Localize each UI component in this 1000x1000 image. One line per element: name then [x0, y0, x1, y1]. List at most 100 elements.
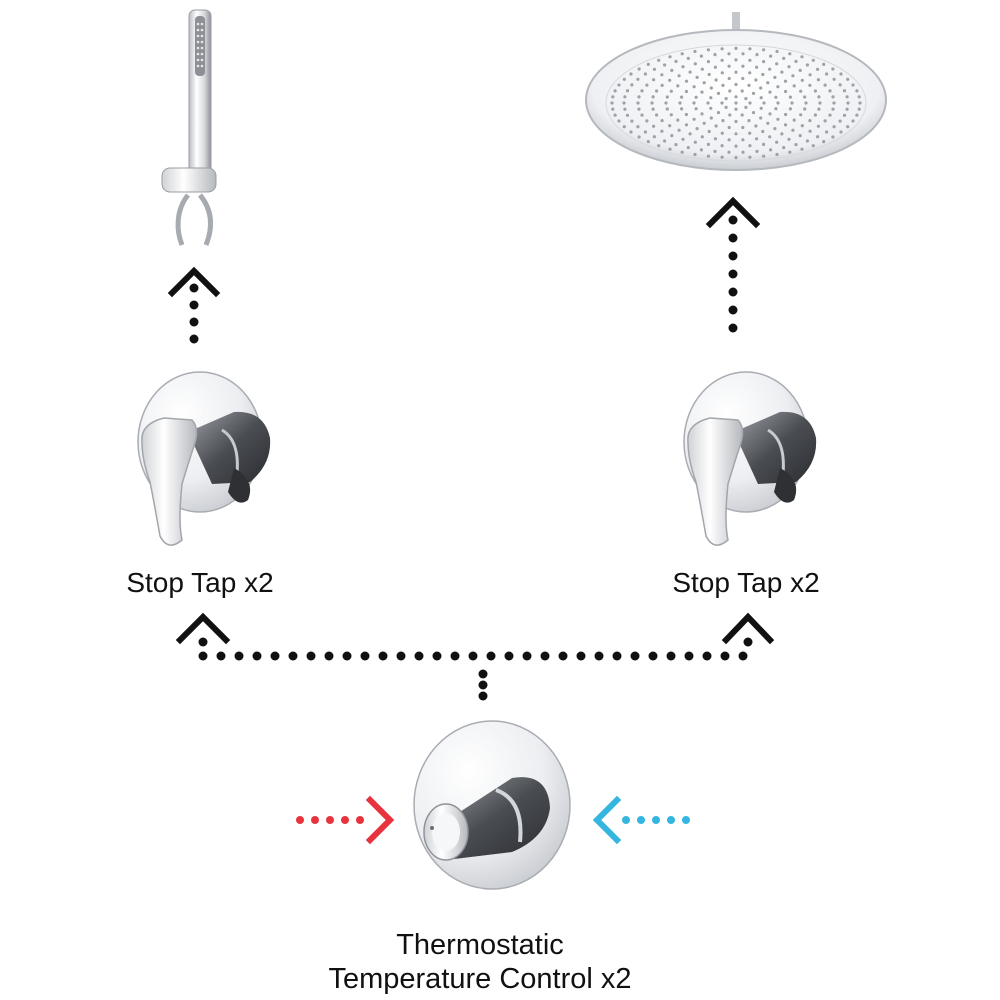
- nozzle: [713, 137, 718, 141]
- nozzle: [754, 78, 758, 82]
- arrow-up-icon: [167, 266, 221, 298]
- connector-dot: [450, 651, 460, 661]
- nozzle: [669, 89, 673, 93]
- nozzle: [700, 90, 704, 94]
- nozzle: [759, 116, 763, 120]
- nozzle: [660, 73, 664, 77]
- nozzle: [818, 101, 822, 105]
- nozzle: [680, 150, 684, 154]
- connector-dot: [667, 816, 675, 824]
- nozzle: [782, 146, 786, 150]
- connector-dot: [738, 651, 748, 661]
- connector-dot: [652, 816, 660, 824]
- nozzle: [766, 81, 770, 85]
- hand-shower-icon: [161, 9, 217, 246]
- nozzle: [762, 60, 766, 64]
- connector-dot: [702, 651, 712, 661]
- nozzle: [637, 95, 641, 99]
- connector-dot: [296, 816, 304, 824]
- nozzle: [623, 107, 627, 111]
- nozzle: [720, 144, 724, 148]
- arrow-left-icon: [592, 795, 622, 845]
- nozzle: [692, 85, 696, 89]
- nozzle: [630, 83, 634, 87]
- nozzle: [799, 113, 803, 117]
- nozzle: [803, 95, 807, 99]
- nozzle: [744, 105, 748, 109]
- nozzle: [768, 135, 772, 139]
- nozzle: [800, 147, 804, 151]
- nozzle: [775, 62, 779, 66]
- nozzle: [665, 95, 669, 99]
- nozzle: [851, 119, 855, 123]
- nozzle: [748, 101, 752, 105]
- nozzle: [800, 78, 804, 82]
- nozzle: [839, 72, 843, 76]
- nozzle: [751, 91, 756, 95]
- nozzle: [637, 107, 641, 111]
- connector-dot: [743, 637, 753, 647]
- nozzle: [692, 117, 696, 121]
- connector-dot: [478, 691, 488, 701]
- nozzle: [622, 125, 626, 129]
- nozzle: [706, 154, 711, 158]
- nozzle: [741, 64, 745, 68]
- nozzle: [783, 123, 788, 127]
- nozzle: [655, 113, 659, 117]
- nozzle: [665, 107, 669, 111]
- nozzle: [775, 140, 779, 144]
- connector-dot: [637, 816, 645, 824]
- nozzle: [823, 119, 827, 123]
- nozzle: [674, 59, 678, 64]
- connector-dot: [728, 305, 738, 315]
- nozzle: [744, 97, 748, 101]
- nozzle: [688, 70, 692, 74]
- nozzle: [629, 130, 633, 134]
- nozzle: [707, 129, 711, 134]
- nozzle: [637, 135, 641, 139]
- nozzle: [727, 138, 731, 142]
- nozzle: [645, 83, 649, 87]
- nozzle: [714, 78, 718, 82]
- nozzle: [799, 89, 803, 93]
- nozzle: [706, 101, 710, 105]
- connector-dot: [728, 215, 738, 225]
- nozzle: [709, 116, 713, 120]
- nozzle: [643, 72, 648, 76]
- nozzle: [759, 96, 763, 100]
- nozzle: [798, 68, 802, 72]
- nozzle: [774, 107, 778, 111]
- nozzle: [686, 146, 690, 150]
- connector-dot: [189, 334, 199, 344]
- nozzle: [646, 62, 650, 66]
- nozzle: [652, 124, 656, 128]
- nozzle: [761, 129, 765, 134]
- nozzle: [713, 149, 717, 153]
- nozzle: [727, 76, 731, 81]
- connector-dot: [216, 651, 226, 661]
- nozzle: [636, 77, 640, 81]
- nozzle: [716, 111, 721, 115]
- connector-dot: [189, 300, 199, 310]
- dotted-connectors: [189, 215, 753, 824]
- thermostatic-label-line2: Temperature Control x2: [328, 963, 632, 995]
- nozzle: [792, 118, 796, 122]
- nozzle: [727, 64, 731, 68]
- nozzle: [636, 101, 640, 105]
- connector-dot: [540, 651, 550, 661]
- nozzle: [700, 135, 704, 139]
- nozzle: [720, 101, 724, 105]
- nozzle: [724, 97, 728, 101]
- nozzle: [768, 112, 772, 116]
- nozzle: [727, 52, 731, 56]
- nozzle: [741, 125, 745, 130]
- nozzle: [716, 91, 721, 95]
- nozzle: [693, 152, 697, 157]
- nozzle: [813, 89, 818, 93]
- connector-dot: [558, 651, 568, 661]
- connector-dot: [378, 651, 388, 661]
- nozzle: [775, 49, 779, 54]
- nozzle: [677, 128, 681, 132]
- nozzle: [741, 138, 745, 142]
- nozzle: [680, 107, 684, 111]
